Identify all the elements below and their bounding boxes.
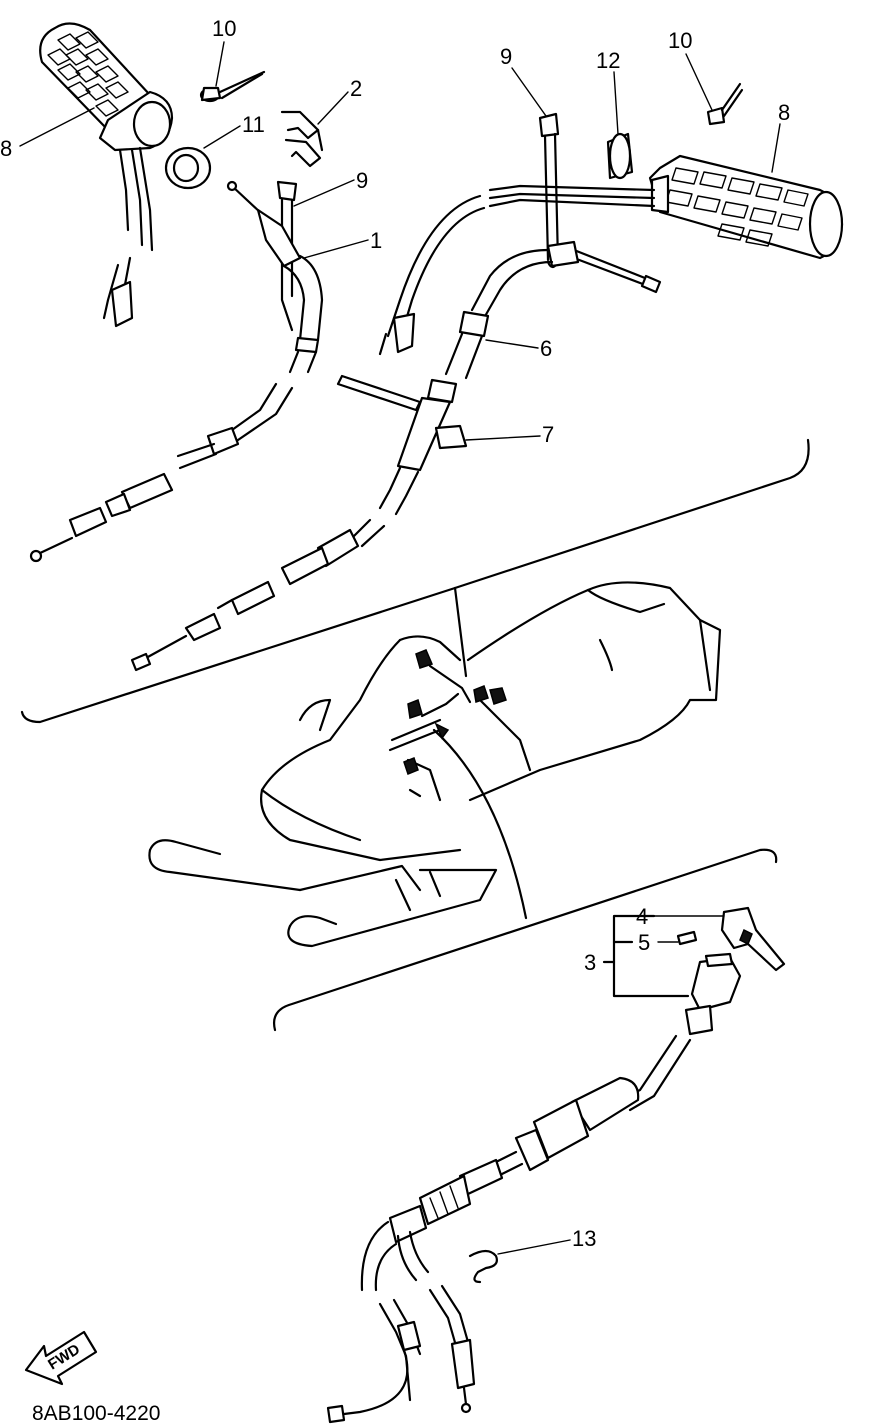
callout-13: 13 xyxy=(572,1226,596,1251)
callout-leaders xyxy=(19,41,781,1255)
callout-9-left: 9 xyxy=(356,168,368,193)
snowmobile xyxy=(148,581,722,948)
left-ring xyxy=(164,146,212,190)
right-screw xyxy=(706,82,744,126)
callout-3: 3 xyxy=(584,950,596,975)
cable-band xyxy=(336,374,468,450)
choke-cable xyxy=(326,952,742,1424)
callout-5: 5 xyxy=(638,930,650,955)
callout-8-right: 8 xyxy=(778,100,790,125)
clip-part xyxy=(280,110,324,168)
brake-cable xyxy=(130,240,662,672)
callout-1: 1 xyxy=(370,228,382,253)
left-grip xyxy=(39,22,174,328)
right-cable-tie xyxy=(538,112,560,269)
group-bracket-3 xyxy=(602,914,690,998)
diagram-code: 8AB100-4220 xyxy=(32,1402,160,1424)
left-screw xyxy=(199,70,266,103)
choke-lever xyxy=(676,906,786,972)
leader-lines xyxy=(432,586,528,920)
callout-10-left: 10 xyxy=(212,16,236,41)
callout-labels: 8 10 2 11 9 1 9 12 10 8 6 7 4 5 3 13 xyxy=(0,16,790,1251)
callout-8-left: 8 xyxy=(0,136,12,161)
throttle-cable xyxy=(29,180,324,563)
callout-10-right: 10 xyxy=(668,28,692,53)
right-grip xyxy=(648,154,844,260)
callout-12: 12 xyxy=(596,48,620,73)
callout-2: 2 xyxy=(350,76,362,101)
callout-4: 4 xyxy=(636,904,648,929)
callout-9-right: 9 xyxy=(500,44,512,69)
callout-6: 6 xyxy=(540,336,552,361)
right-switch-wires xyxy=(378,184,656,356)
right-ring xyxy=(606,132,634,180)
callout-7: 7 xyxy=(542,422,554,447)
fwd-arrow: FWD xyxy=(24,1330,98,1386)
callout-11: 11 xyxy=(242,112,265,137)
cable-clip-13 xyxy=(468,1249,498,1284)
